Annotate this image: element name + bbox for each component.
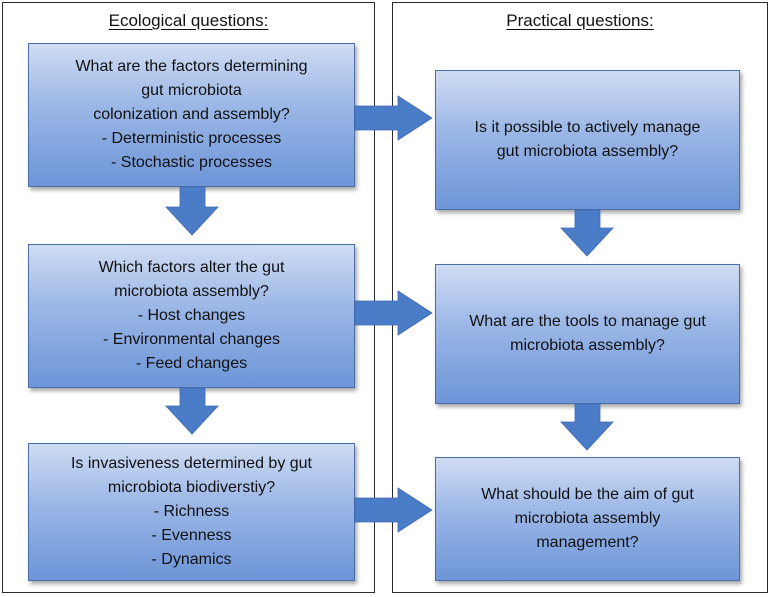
box-line: microbiota assembly? (114, 283, 269, 300)
box-line: - Dynamics (151, 551, 232, 568)
practical-questions-heading: Practical questions: (506, 11, 654, 30)
box-line: Is it possible to actively manage (474, 119, 701, 136)
ecological-box-alter-factors: Which factors alter the gut microbiota a… (28, 244, 355, 388)
box-line: Is invasiveness determined by gut (70, 455, 312, 472)
practical-box-manage: Is it possible to actively manage gut mi… (435, 70, 740, 210)
box-line: gut microbiota (141, 82, 242, 99)
ecological-box-colonization: What are the factors determining gut mic… (28, 43, 355, 187)
box-line: What are the factors determining (75, 58, 308, 75)
ecological-box-invasiveness: Is invasiveness determined by gut microb… (28, 443, 355, 581)
box-line: What are the tools to manage gut (469, 313, 706, 330)
box-line: management? (536, 534, 639, 551)
box-line: Which factors alter the gut (98, 259, 285, 276)
box-line: - Richness (153, 503, 230, 520)
box-line: - Environmental changes (103, 331, 280, 348)
box-line: What should be the aim of gut (481, 486, 694, 503)
practical-box-aim: What should be the aim of gut microbiota… (435, 457, 740, 581)
box-line: microbiota biodiverstiy? (107, 479, 276, 496)
practical-box-tools: What are the tools to manage gut microbi… (435, 264, 740, 404)
box-line: microbiota assembly (514, 510, 661, 527)
ecological-questions-heading: Ecological questions: (108, 11, 269, 30)
box-line: microbiota assembly? (510, 337, 665, 354)
box-line: - Deterministic processes (101, 130, 282, 147)
box-line: - Stochastic processes (111, 154, 272, 171)
box-line: - Host changes (137, 307, 246, 324)
box-line: gut microbiota assembly? (496, 143, 679, 160)
box-line: - Evenness (151, 527, 232, 544)
box-line: colonization and assembly? (93, 106, 290, 123)
box-line: - Feed changes (135, 355, 248, 372)
